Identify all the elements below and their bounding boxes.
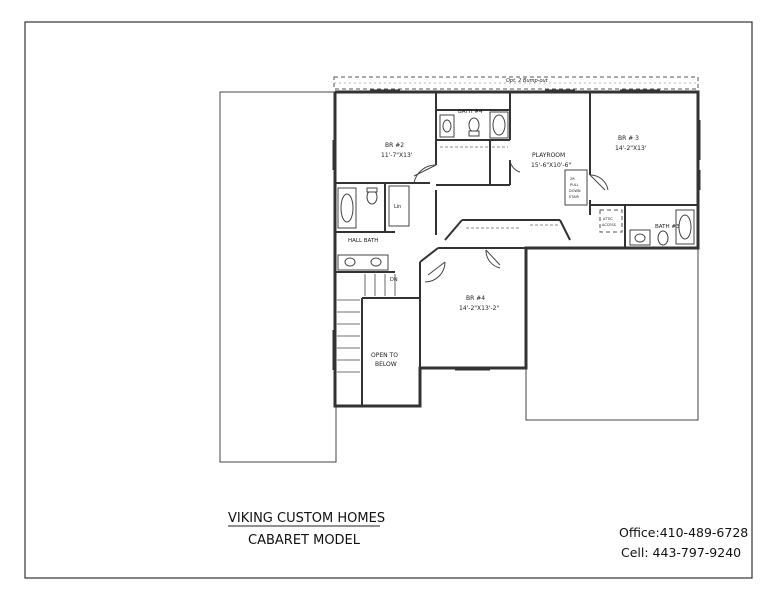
- below-label: BELOW: [375, 361, 397, 368]
- exterior-walls: [333, 90, 700, 408]
- playroom-name: PLAYROOM: [532, 152, 565, 159]
- fixtures: [337, 111, 695, 271]
- company-name: VIKING CUSTOM HOMES: [228, 511, 385, 526]
- attic-access-box: [599, 209, 623, 233]
- sheet-border: [24, 21, 753, 579]
- playroom-size: 15'-6"X10'-6": [531, 162, 571, 169]
- linen-label: Lin: [394, 204, 401, 210]
- br4-name: BR #4: [466, 295, 485, 302]
- attic-label-1: ATTIC: [603, 217, 613, 221]
- linen-closet: [388, 185, 410, 227]
- cell-phone: Cell: 443-797-9240: [621, 545, 741, 560]
- stair-treads: [337, 274, 396, 373]
- br3-name: BR # 3: [618, 135, 639, 142]
- br3-size: 14'-2"X13': [615, 145, 647, 152]
- hall-bath-label: HALL BATH: [348, 238, 378, 244]
- bath4-label: BATH #4: [458, 109, 483, 115]
- pull-down-label-4: STAIR: [569, 195, 580, 199]
- br2-name: BR #2: [385, 142, 404, 149]
- br4-size: 14'-2"X13'-2": [459, 305, 499, 312]
- pull-down-label-2: PULL: [570, 183, 579, 187]
- bump-out-label: Opt. 2 Bump-out: [506, 78, 549, 84]
- closet-shelves: [440, 146, 560, 229]
- pull-down-label-3: DOWN: [569, 189, 581, 193]
- pull-down-stair-box: [564, 169, 588, 206]
- lower-level-outline-left: [219, 91, 337, 463]
- br2-size: 11'-7"X13': [381, 152, 413, 159]
- windows: [332, 89, 701, 371]
- pull-down-label-1: 2ft: [570, 177, 575, 181]
- attic-label-2: ACCESS: [602, 223, 617, 227]
- bump-out-outline: [333, 76, 699, 90]
- open-to-label: OPEN TO: [371, 352, 398, 359]
- down-label: DN: [390, 277, 398, 283]
- bath3-label: BATH #3: [655, 224, 680, 230]
- office-phone: Office:410-489-6728: [619, 525, 748, 540]
- door-swings: [413, 159, 609, 283]
- lower-level-outline-right: [525, 247, 699, 421]
- model-name: CABARET MODEL: [248, 533, 361, 548]
